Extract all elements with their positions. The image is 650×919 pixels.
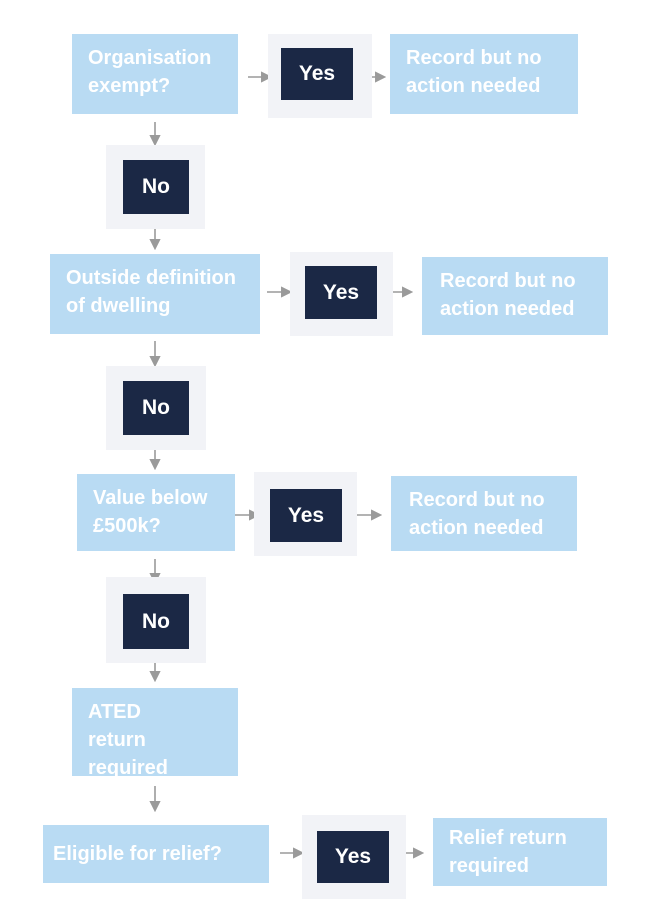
yes-label: Yes <box>334 845 372 868</box>
result-text: ATED return required <box>88 701 169 779</box>
yes-box: Yes <box>305 266 377 319</box>
outcome-box: Record but no action needed <box>391 476 577 551</box>
no-label: No <box>142 175 170 198</box>
yes-label: Yes <box>298 62 336 85</box>
question-text: Organisation exempt? <box>88 47 212 97</box>
question-box: Eligible for relief? <box>43 825 269 883</box>
no-label: No <box>142 609 170 633</box>
result-box: ATED return required <box>72 688 238 779</box>
outcome-text: Record but no action needed <box>406 47 542 97</box>
question-box: Outside definition of dwelling <box>50 254 260 334</box>
outcome-box: Record but no action needed <box>390 34 578 114</box>
question-box: Value below £500k? <box>77 474 235 551</box>
no-box: No <box>123 381 189 435</box>
question-text: Value below £500k? <box>93 487 208 537</box>
no-label: No <box>142 396 170 419</box>
no-box: No <box>123 160 189 214</box>
question-box: Organisation exempt? <box>72 34 238 114</box>
yes-label: Yes <box>322 280 360 304</box>
outcome-text: Relief return required <box>449 827 567 877</box>
question-text: Outside definition of dwelling <box>66 267 236 317</box>
outcome-text: Record but no action needed <box>440 270 576 320</box>
yes-box: Yes <box>281 48 353 100</box>
no-box: No <box>123 594 189 649</box>
yes-label: Yes <box>287 503 325 527</box>
question-text: Eligible for relief? <box>53 843 222 865</box>
outcome-text: Record but no action needed <box>409 489 545 539</box>
outcome-box: Record but no action needed <box>422 257 608 335</box>
outcome-box: Relief return required <box>433 818 607 886</box>
yes-box: Yes <box>270 489 342 542</box>
yes-box: Yes <box>317 831 389 883</box>
